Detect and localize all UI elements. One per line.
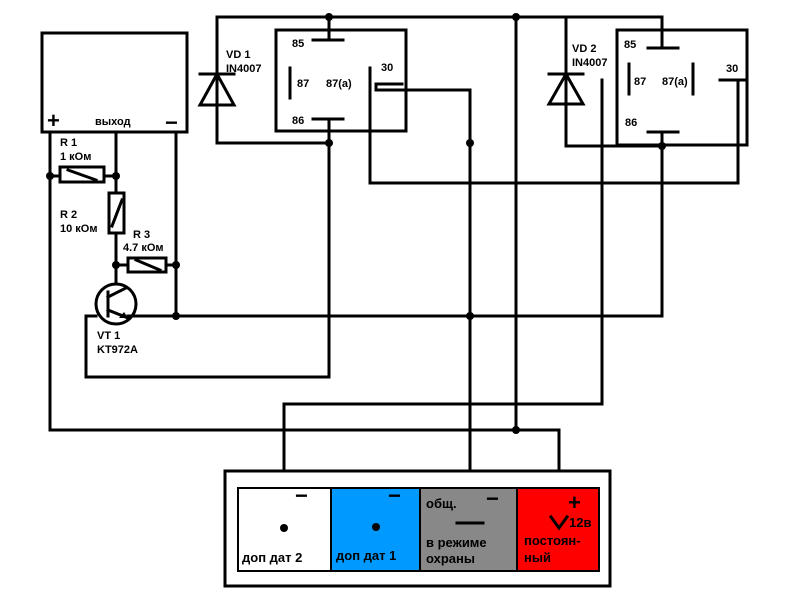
wire-module-plus (48, 130, 561, 527)
junction-dot (512, 13, 520, 21)
resistor-r3: R 3 4.7 кОм (123, 229, 168, 274)
terminal-12v-label1: постоян- (524, 533, 581, 548)
transistor-vt1: VT 1 KT972A (94, 282, 138, 356)
relay1-pin-87: 87 (297, 78, 309, 90)
relay2-pin-87: 87 (634, 76, 646, 88)
vd1-part: IN4007 (226, 63, 261, 75)
module-output-label: выход (95, 116, 131, 128)
junction-dot (466, 312, 474, 320)
diode-vd1: VD 1 IN4007 (197, 49, 261, 107)
vd2-name: VD 2 (572, 43, 596, 55)
relay2-pin-30: 30 (726, 63, 738, 75)
wire-vd2-loop (564, 15, 664, 148)
relay2-pin-87a: 87(a) (662, 76, 688, 88)
terminal-dopdat2-pin (280, 524, 288, 532)
r3-value: 4.7 кОм (123, 242, 164, 254)
vt1-name: VT 1 (97, 330, 120, 342)
wire-top-bus (215, 15, 664, 50)
relay1-pin-86: 86 (292, 115, 304, 127)
wire-87-to-dopdat2 (282, 78, 604, 530)
terminal-common-label2: охраны (426, 551, 475, 566)
wire-base-loop (84, 314, 331, 379)
relay1-box (274, 28, 408, 133)
vt1-collector-leg (105, 285, 129, 300)
junction-dot (512, 426, 520, 434)
terminal-dopdat2-label: доп дат 2 (242, 550, 302, 565)
r3-name: R 3 (133, 229, 150, 241)
output-module-box (40, 31, 189, 134)
r2-slash (110, 198, 124, 228)
relay1-pin-85: 85 (292, 38, 304, 50)
junction-dot (466, 139, 474, 147)
r1-slash (66, 168, 98, 182)
junction-dot (112, 172, 120, 180)
terminal-common-label1: в режиме (426, 535, 487, 550)
module-plus-sign: + (47, 108, 60, 133)
junction-dot (112, 261, 120, 269)
relay-1: 85 87 87(a) 30 86 (274, 28, 408, 133)
terminal-common-sign: − (486, 486, 499, 511)
resistor-r2: R 2 10 кОм (60, 191, 126, 235)
terminal-block: − доп дат 2 − доп дат 1 общ. − в режиме … (223, 469, 612, 588)
r3-slash (134, 258, 162, 272)
terminal-12v-label2: ный (524, 550, 551, 565)
diode-vd2: VD 2 IN4007 (546, 43, 607, 106)
terminal-dopdat1-label: доп дат 1 (336, 548, 396, 563)
terminal-12v-top: 12в (569, 515, 591, 530)
r2-value: 10 кОм (60, 223, 98, 235)
output-module: + выход − (40, 31, 189, 135)
terminal-common-top: общ. (426, 496, 457, 511)
vd2-part: IN4007 (572, 57, 607, 69)
r1-name: R 1 (60, 137, 77, 149)
relay2-pin-86: 86 (625, 117, 637, 129)
junction-dot (172, 312, 180, 320)
vt1-part: KT972A (97, 344, 138, 356)
junction-dot (658, 142, 666, 150)
junction-dot (325, 13, 333, 21)
wire-87a-to-30 (368, 78, 740, 185)
relay1-pin-30: 30 (381, 62, 393, 74)
terminal-dopdat2-sign: − (295, 483, 308, 508)
terminal-dopdat2-cell (237, 487, 332, 572)
r1-value: 1 кОм (60, 151, 91, 163)
module-minus-sign: − (165, 110, 178, 135)
junction-dot (172, 261, 180, 269)
vd1-name: VD 1 (226, 49, 250, 61)
r2-name: R 2 (60, 209, 77, 221)
junction-dot (325, 139, 333, 147)
terminal-dopdat1-sign: − (388, 483, 401, 508)
vt1-emitter-arrow (119, 312, 128, 318)
terminal-12v-cell (516, 487, 600, 572)
terminal-dopdat1-pin (372, 523, 380, 531)
vt1-body (94, 282, 138, 326)
terminal-common-cell (419, 487, 518, 572)
terminal-12v-arrow (548, 514, 570, 531)
resistor-r1: R 1 1 кОм (58, 137, 106, 184)
relay1-pin-87a: 87(a) (326, 78, 352, 90)
terminal-12v-sign: + (568, 490, 581, 515)
relay-2: 85 87 87(a) 30 86 (615, 28, 749, 147)
relay2-pin-85: 85 (624, 39, 636, 51)
junction-dot (46, 172, 54, 180)
relay2-box (615, 28, 749, 147)
wire-30-to-common (374, 82, 472, 525)
